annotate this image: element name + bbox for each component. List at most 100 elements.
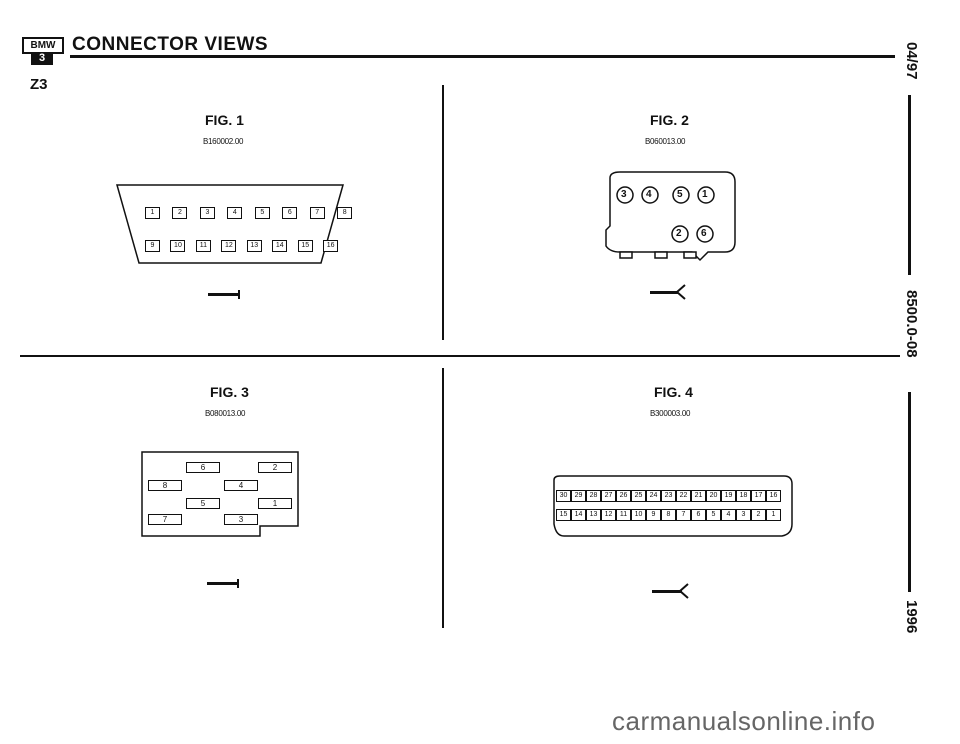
divider-vertical-bottom [442, 368, 444, 628]
fig4-pin: 28 [586, 490, 601, 502]
fig1-pin: 13 [246, 240, 262, 252]
fig3-wire-end [237, 579, 239, 588]
fig4-pin: 21 [691, 490, 706, 502]
fig1-code: B160002.00 [203, 137, 244, 146]
fig4-pin: 26 [616, 490, 631, 502]
fig1-pin: 10 [170, 240, 186, 252]
fig2-connector-outline [605, 171, 736, 262]
fig4-pin: 23 [661, 490, 676, 502]
fig2-pin: 3 [621, 189, 627, 200]
fig3-label: FIG. 3 [210, 384, 249, 400]
fig2-pin: 1 [702, 189, 708, 200]
fig3-pin: 4 [224, 480, 258, 491]
fig1-pin-row-1: 1 2 3 4 5 6 7 8 [145, 201, 353, 219]
fig2-pin: 5 [677, 189, 683, 200]
fig2-wire-end [675, 284, 686, 300]
fig4-connector-outline [553, 475, 793, 537]
header-rule [70, 55, 895, 58]
fig1-pin: 2 [172, 207, 188, 219]
fig4-pin: 10 [631, 509, 646, 521]
fig4-pin: 27 [601, 490, 616, 502]
fig1-pin: 7 [309, 207, 325, 219]
fig4-pin: 2 [751, 509, 766, 521]
model-label: Z3 [30, 76, 48, 93]
fig1-pin: 11 [195, 240, 211, 252]
fig1-wire-end [238, 290, 240, 299]
fig4-pin: 22 [676, 490, 691, 502]
fig4-pin: 19 [721, 490, 736, 502]
fig4-pin: 9 [646, 509, 661, 521]
fig1-pin: 8 [337, 207, 353, 219]
fig4-pin: 8 [661, 509, 676, 521]
fig1-pin: 5 [254, 207, 270, 219]
fig2-pin: 2 [676, 228, 682, 239]
fig4-pin: 4 [721, 509, 736, 521]
fig1-pin: 4 [227, 207, 243, 219]
fig4-pin: 17 [751, 490, 766, 502]
fig3-pin: 3 [224, 514, 258, 525]
fig4-pin: 12 [601, 509, 616, 521]
fig4-pin: 16 [766, 490, 781, 502]
fig2-pin: 6 [701, 228, 707, 239]
fig3-connector-outline [141, 451, 299, 537]
fig3-pin: 7 [148, 514, 182, 525]
fig4-pin: 20 [706, 490, 721, 502]
fig1-pin: 9 [145, 240, 160, 252]
fig1-wire-symbol [208, 293, 238, 296]
side-date: 04/97 [903, 42, 920, 80]
fig4-pin: 3 [736, 509, 751, 521]
fig4-pin: 24 [646, 490, 661, 502]
fig1-pin: 16 [323, 240, 339, 252]
watermark: carmanualsonline.info [612, 706, 876, 736]
fig2-pin: 4 [646, 189, 652, 200]
fig1-pin: 1 [145, 207, 160, 219]
fig4-wire-symbol [652, 590, 682, 593]
side-rule-1 [908, 95, 911, 275]
divider-vertical-top [442, 85, 444, 340]
fig4-pin: 7 [676, 509, 691, 521]
fig1-pin: 15 [297, 240, 313, 252]
fig2-pin-row-1-circles [616, 186, 715, 204]
fig4-pin: 15 [556, 509, 571, 521]
fig1-pin-row-2: 9 10 11 12 13 14 15 16 [145, 234, 339, 252]
fig4-pin: 1 [766, 509, 781, 521]
fig4-wire-end [678, 583, 689, 599]
fig4-code: B300003.00 [650, 409, 691, 418]
fig4-pin: 5 [706, 509, 721, 521]
fig1-pin: 3 [199, 207, 215, 219]
bmw-logo: BMW 3 [22, 37, 64, 67]
divider-horizontal [20, 355, 900, 357]
side-rule-2 [908, 392, 911, 592]
page-title: CONNECTOR VIEWS [72, 34, 269, 55]
fig1-pin: 6 [282, 207, 298, 219]
side-page-code: 8500.0-08 [903, 290, 920, 358]
fig4-pin: 25 [631, 490, 646, 502]
fig4-pin: 6 [691, 509, 706, 521]
fig4-pin: 11 [616, 509, 631, 521]
fig3-pin: 5 [186, 498, 220, 509]
fig1-pin: 12 [221, 240, 237, 252]
fig3-pin: 2 [258, 462, 292, 473]
logo-series: 3 [31, 52, 53, 65]
fig3-wire-symbol [207, 582, 237, 585]
fig3-pin: 8 [148, 480, 182, 491]
fig4-pin: 14 [571, 509, 586, 521]
fig4-pin: 29 [571, 490, 586, 502]
fig3-pin: 6 [186, 462, 220, 473]
fig2-label: FIG. 2 [650, 112, 689, 128]
fig1-label: FIG. 1 [205, 112, 244, 128]
fig4-pin: 18 [736, 490, 751, 502]
side-year: 1996 [903, 600, 920, 634]
fig2-pin-row-2-circles [671, 225, 714, 243]
fig1-pin: 14 [272, 240, 288, 252]
fig4-pin: 13 [586, 509, 601, 521]
fig1-connector-outline [116, 184, 344, 264]
fig4-label: FIG. 4 [654, 384, 693, 400]
fig4-pin: 30 [556, 490, 571, 502]
fig2-wire-symbol [650, 291, 678, 294]
fig3-code: B080013.00 [205, 409, 246, 418]
fig2-code: B060013.00 [645, 137, 686, 146]
fig3-pin: 1 [258, 498, 292, 509]
